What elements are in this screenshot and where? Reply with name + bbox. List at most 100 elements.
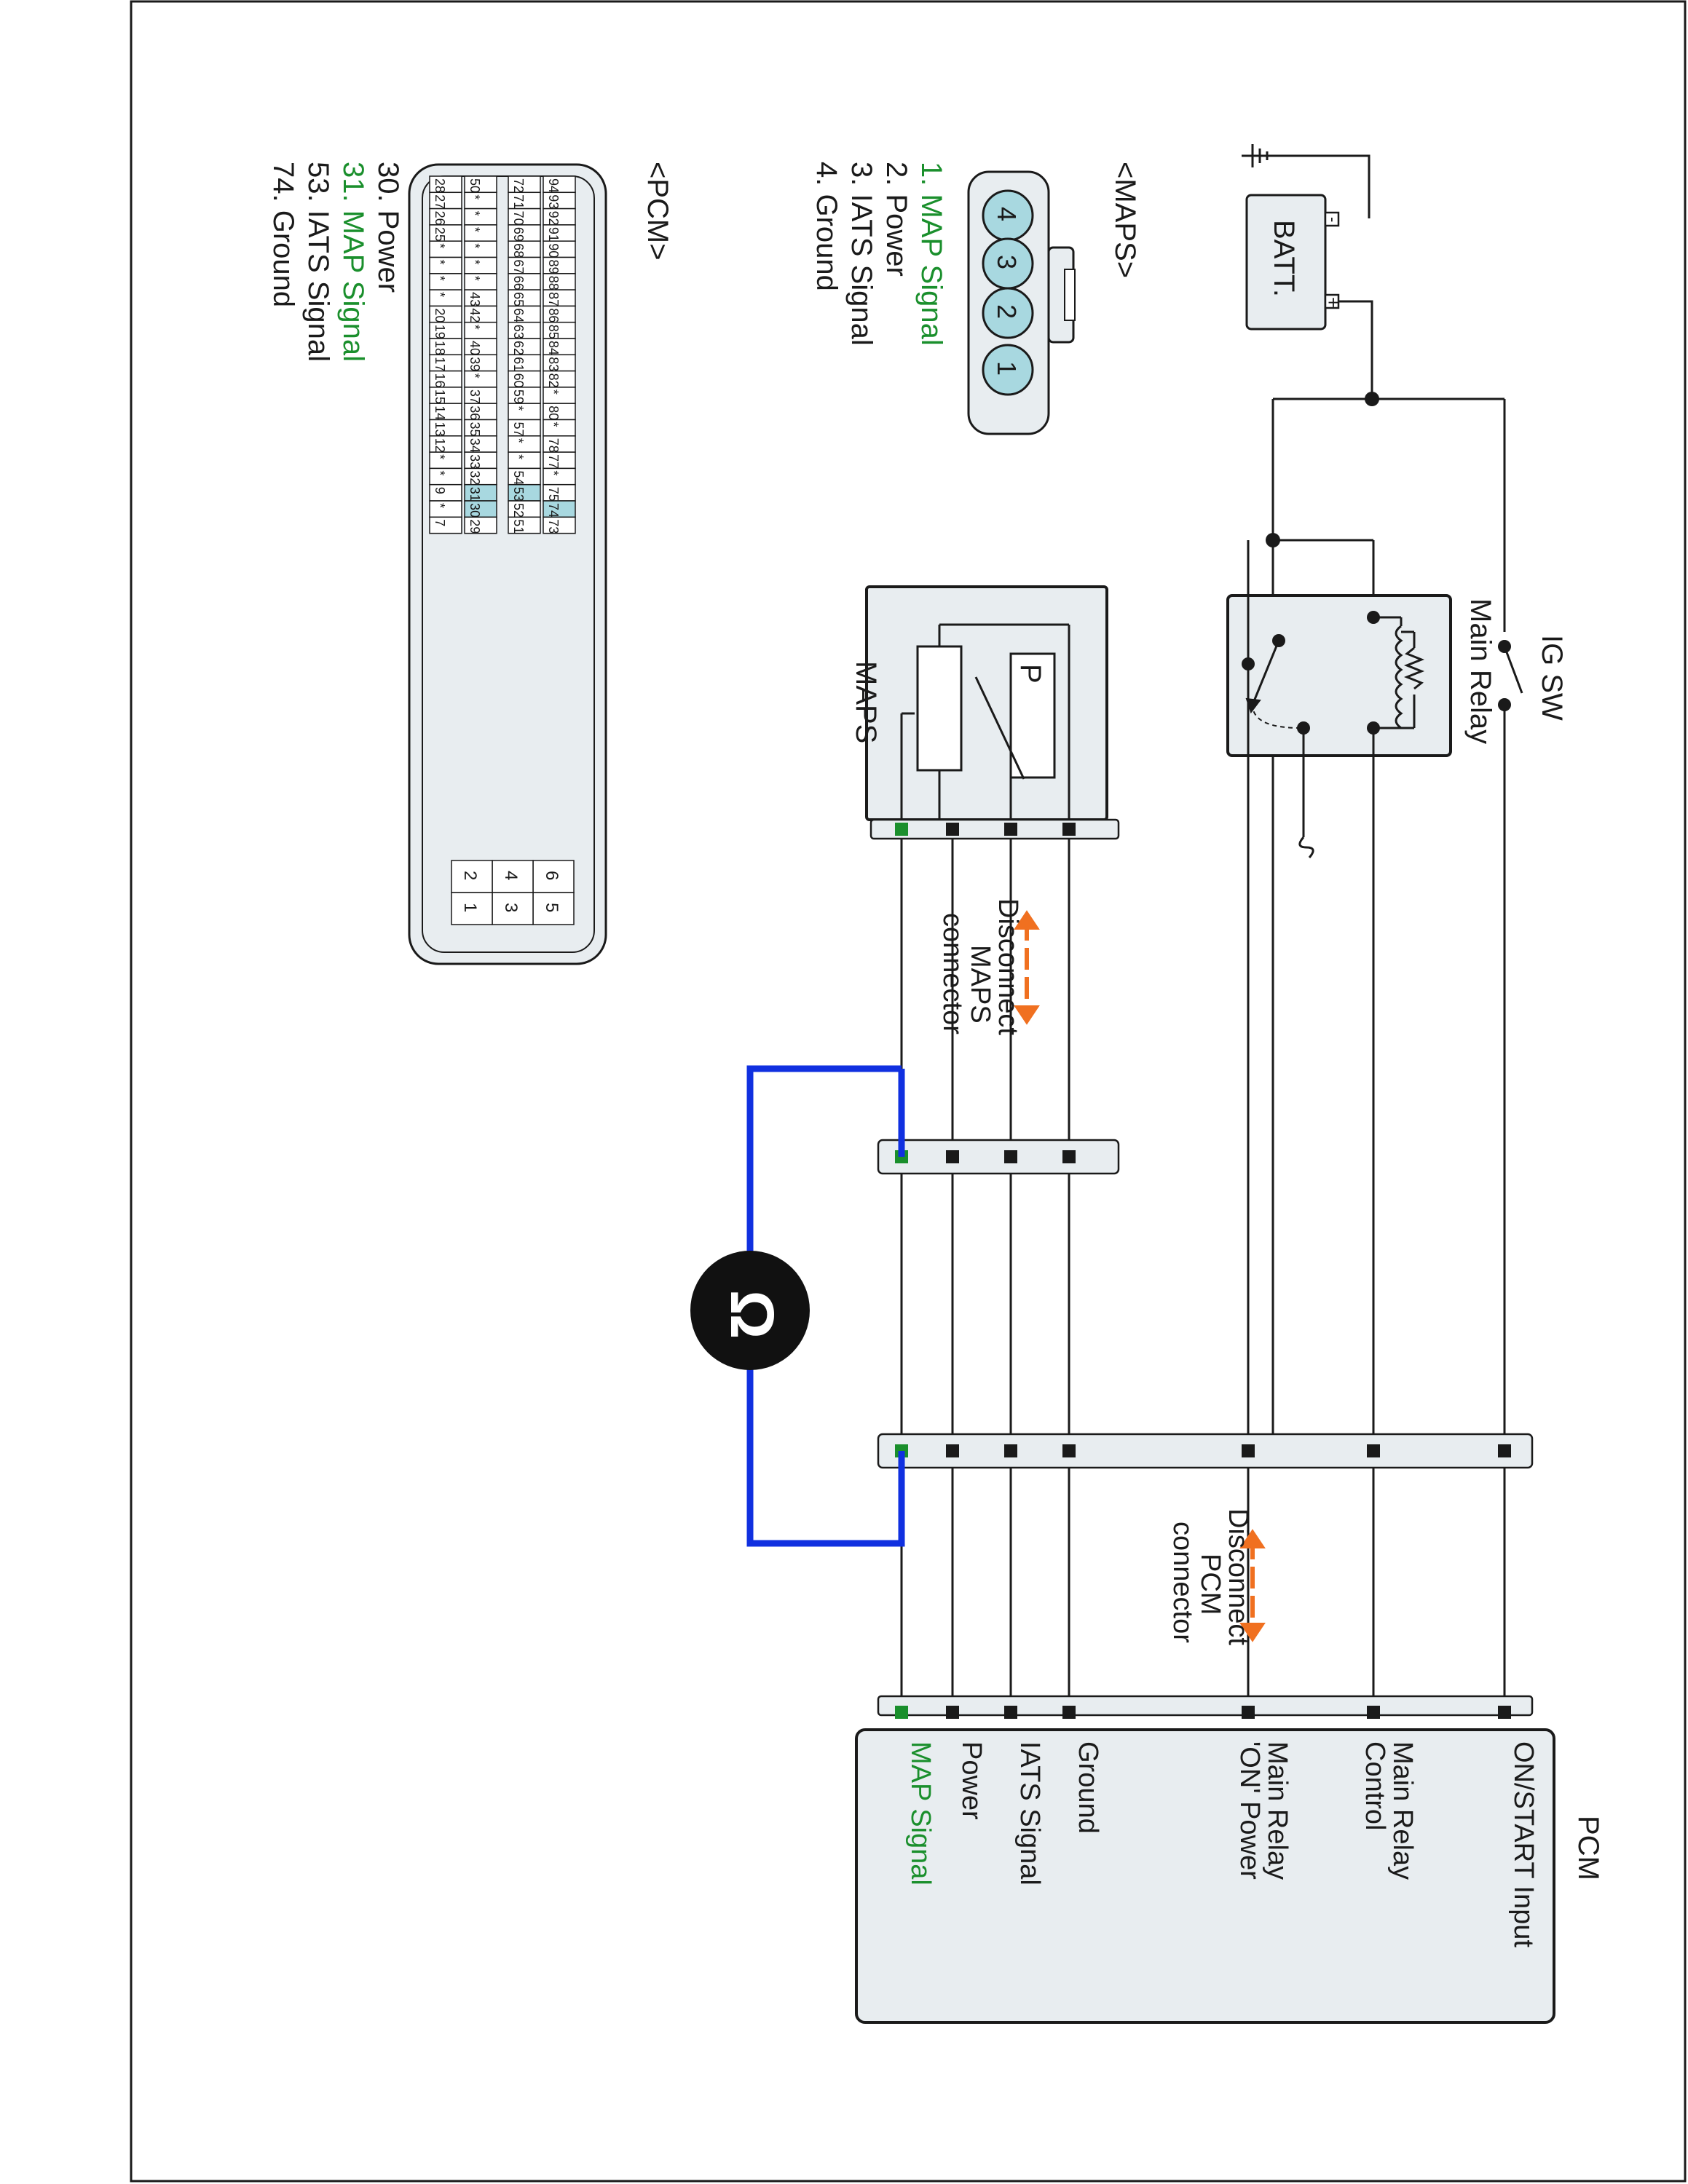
pcm-pin-number: 89 bbox=[546, 260, 561, 274]
pcm-pin-number: 57 bbox=[511, 422, 526, 437]
pcm-pin-number: * bbox=[433, 260, 447, 265]
pcm-pin-number: * bbox=[433, 243, 447, 248]
pcm-pin-number: * bbox=[433, 470, 447, 475]
pcm-pin-number: 71 bbox=[511, 194, 526, 209]
maps-pin-number: 2 bbox=[992, 304, 1022, 319]
pcm-pin-number: 32 bbox=[468, 470, 482, 485]
pcm-pin-number: 25 bbox=[433, 227, 447, 242]
disconnect-pcm-line2: PCM bbox=[1195, 1554, 1226, 1615]
maps-component-label: MAPS bbox=[850, 661, 882, 743]
pcm-pin-number: 88 bbox=[546, 276, 561, 290]
maps-pin-number: 3 bbox=[992, 255, 1022, 269]
pcm-pin-number: * bbox=[468, 260, 482, 265]
pcm-small-number: 1 bbox=[460, 903, 480, 912]
maps-pin bbox=[982, 344, 1034, 396]
pcm-pin-number: * bbox=[511, 405, 526, 411]
pcm-pin-number: 69 bbox=[511, 227, 526, 242]
pcm-pin-number: 87 bbox=[546, 292, 561, 306]
pcm-pin-label: ON/START Input bbox=[1508, 1741, 1539, 1947]
maps-pin-number: 4 bbox=[992, 207, 1022, 221]
maps-legend-item: 4. Ground bbox=[811, 162, 843, 291]
pcm-pin-number: 92 bbox=[546, 211, 561, 226]
pcm-pin-number: 9 bbox=[433, 487, 447, 494]
pcm-pin-number: 29 bbox=[468, 519, 482, 534]
disconnect-maps-line1: Disconnect bbox=[993, 898, 1023, 1035]
pcm-pin-number: 60 bbox=[511, 373, 526, 388]
pcm-pin-number: 72 bbox=[511, 178, 526, 193]
pcm-pin-label: MAP Signal bbox=[905, 1741, 936, 1886]
pcm-pin-number: 75 bbox=[546, 487, 561, 502]
pcm-small-number: 4 bbox=[501, 871, 521, 880]
pcm-small-cell bbox=[492, 860, 534, 893]
pcm-pin-label: Ground bbox=[1073, 1741, 1103, 1834]
pcm-pin-number: * bbox=[468, 194, 482, 199]
page-border bbox=[130, 0, 1687, 2183]
pcm-small-cell bbox=[451, 860, 493, 893]
pcm-pin-number: 67 bbox=[511, 260, 526, 274]
pcm-pin-number: 20 bbox=[433, 308, 447, 323]
pcm-pin-label: Main Relay'ON' Power bbox=[1234, 1741, 1293, 1880]
pcm-pin-number: 63 bbox=[511, 325, 526, 339]
pcm-pin-number: 43 bbox=[468, 292, 482, 306]
pcm-pin-number: 35 bbox=[468, 422, 482, 437]
pcm-pin-number: 52 bbox=[511, 503, 526, 518]
maps-connector-title: <MAPS> bbox=[1109, 162, 1141, 278]
disconnect-pcm-line3: connector bbox=[1167, 1522, 1198, 1643]
pcm-pin-number: 61 bbox=[511, 357, 526, 371]
maps-legend-item: 3. IATS Signal bbox=[845, 162, 877, 346]
pcm-pin-number: 15 bbox=[433, 389, 447, 404]
pcm-pin-number: 82 bbox=[546, 373, 561, 388]
pcm-pin-number: 30 bbox=[468, 503, 482, 518]
pcm-component-label: PCM bbox=[1572, 1816, 1604, 1880]
pcm-small-number: 2 bbox=[460, 871, 480, 880]
pcm-module bbox=[855, 1728, 1555, 2024]
pcm-legend-item: 53. IATS Signal bbox=[302, 162, 334, 362]
pcm-pin-number: 28 bbox=[433, 178, 447, 193]
pcm-pin-number: 65 bbox=[511, 292, 526, 306]
pcm-pin-cell bbox=[429, 516, 462, 534]
pcm-pin-number: 54 bbox=[511, 470, 526, 485]
maps-pin bbox=[982, 287, 1034, 339]
pcm-small-cell bbox=[532, 892, 575, 925]
pcm-pin-number: 36 bbox=[468, 405, 482, 420]
pcm-pin-number: 77 bbox=[546, 454, 561, 469]
pcm-pin-number: 51 bbox=[511, 519, 526, 534]
pcm-small-cell bbox=[451, 892, 493, 925]
pcm-pin-number: 59 bbox=[511, 389, 526, 404]
pcm-pin-number: 42 bbox=[468, 308, 482, 323]
disconnect-maps-line2: MAPS bbox=[965, 945, 995, 1024]
maps-pin-number: 1 bbox=[992, 361, 1022, 376]
pcm-pin-number: 13 bbox=[433, 422, 447, 437]
pcm-pin-number: * bbox=[546, 470, 561, 475]
pcm-pin-number: 7 bbox=[433, 519, 447, 526]
pcm-pin-number: 84 bbox=[546, 341, 561, 355]
pcm-pin-label: Power bbox=[956, 1741, 987, 1820]
pcm-pin-number: 85 bbox=[546, 325, 561, 339]
pcm-pin-number: 66 bbox=[511, 276, 526, 290]
pcm-pin-number: 64 bbox=[511, 308, 526, 323]
pcm-pin-number: * bbox=[546, 389, 561, 395]
pcm-pin-number: 40 bbox=[468, 341, 482, 355]
pcm-pin-number: 26 bbox=[433, 211, 447, 226]
pcm-pin-number: 91 bbox=[546, 227, 561, 242]
maps-legend-item: 1. MAP Signal bbox=[915, 162, 947, 346]
pcm-pin-number: 16 bbox=[433, 373, 447, 388]
pcm-pin-number: * bbox=[468, 373, 482, 379]
pcm-connector-title: <PCM> bbox=[642, 162, 674, 261]
maps-legend-item: 2. Power bbox=[880, 162, 912, 277]
pcm-pin-number: * bbox=[468, 276, 482, 281]
pcm-pin-number: 83 bbox=[546, 357, 561, 371]
pcm-pin-number: 78 bbox=[546, 438, 561, 453]
pcm-pin-number: 86 bbox=[546, 308, 561, 323]
pcm-pin-number: 74 bbox=[546, 503, 561, 518]
pcm-pin-number: 93 bbox=[546, 194, 561, 209]
pcm-pin-number: * bbox=[546, 422, 561, 427]
pcm-small-cell bbox=[492, 892, 534, 925]
pcm-pin-number: 94 bbox=[546, 178, 561, 193]
pcm-legend-item: 31. MAP Signal bbox=[337, 162, 369, 362]
pcm-pin-number: 17 bbox=[433, 357, 447, 371]
main-relay bbox=[1226, 594, 1452, 757]
pcm-pin-number: * bbox=[433, 503, 447, 508]
